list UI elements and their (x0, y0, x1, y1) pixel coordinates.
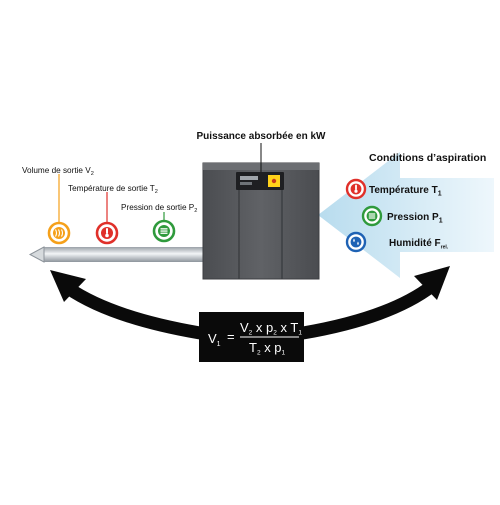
right-curved-arrow (301, 266, 450, 340)
denominator-part: x p (261, 340, 282, 355)
intake-pressure-label: Pression P1 (387, 212, 443, 225)
numerator-part: 2 (273, 330, 277, 337)
numerator-part: 1 (298, 330, 302, 337)
outlet-pressure-label: Pression de sortie P2 (121, 203, 197, 214)
intake-pressure-icon (361, 205, 383, 227)
indicator-light (271, 178, 277, 184)
humidity-icon (345, 231, 367, 253)
formula-box: V1 = V2 x p2 x T1 T2 x p1 (199, 312, 304, 362)
compressor-unit (202, 162, 320, 280)
numerator-part: x T (277, 320, 298, 335)
outlet-volume-label: Volume de sortie V2 (22, 166, 94, 177)
outlet-pipe (28, 246, 206, 263)
formula-denominator: T2 x p1 (249, 340, 286, 357)
denominator-part: 2 (257, 350, 261, 357)
outlet-temperature-label: Température de sortie T2 (68, 184, 158, 195)
intake-title: Conditions d’aspiration (369, 152, 486, 164)
pressure-icon (152, 219, 176, 243)
left-curved-arrow (50, 270, 202, 340)
flow-icon (47, 221, 71, 245)
thermometer-icon (95, 221, 119, 245)
denominator-part: T (249, 340, 257, 355)
intake-temperature-label: Température T1 (369, 185, 442, 198)
intake-thermometer-icon (345, 178, 367, 200)
denominator-part: 1 (282, 350, 286, 357)
numerator-part: V (240, 320, 249, 335)
formula-equals: = (227, 329, 235, 344)
formula-lhs: V1 (208, 331, 221, 348)
formula-numerator: V2 x p2 x T1 (240, 320, 302, 337)
intake-humidity-label: Humidité Frel. (389, 238, 449, 251)
power-label: Puissance absorbée en kW (197, 131, 327, 142)
numerator-part: x p (252, 320, 273, 335)
numerator-part: 2 (249, 330, 253, 337)
